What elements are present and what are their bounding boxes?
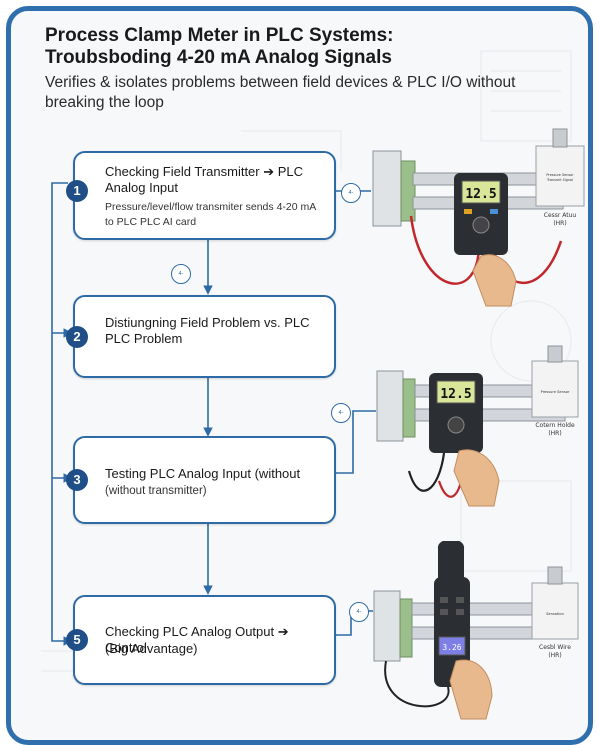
plc-terminal-block [373, 590, 401, 662]
meter-screen [436, 380, 476, 404]
flow-connectors [51, 182, 376, 646]
step-1-detail-line-2: to PLC PLC AI card [105, 216, 197, 228]
step-3-detail-line-1: (without transmitter) [105, 485, 207, 497]
title-line-1: Process Clamp Meter in PLC Systems: [45, 25, 394, 46]
device-label-1: Sensation [546, 612, 564, 616]
meter-reading: 3.26 [442, 643, 461, 652]
step-5-title-line-1: Checking PLC Analog Output ➔ Control [105, 624, 289, 655]
step-5-title-line-2: (Big Advantage) [105, 641, 198, 656]
hand [449, 659, 493, 720]
device-label-1: Pressure Sensor [546, 173, 574, 177]
device-label-1: Pressure Sensor [541, 390, 570, 394]
field-transmitter [535, 145, 585, 207]
background-sketch [41, 50, 572, 672]
illustration-2-meter-at-plc-input: 12.5 Pressure Sensor Cotern Holde (HR) [376, 345, 579, 507]
device-caption-2: (HR) [553, 220, 566, 227]
meter-screen [461, 180, 501, 204]
plc-terminal-block [376, 370, 404, 442]
plc-terminal-block [372, 150, 402, 227]
step-2-number: 2 [66, 326, 88, 348]
red-test-lead [409, 215, 481, 285]
step-1-card: 1 Checking Field Transmitter ➔ PLC Analo… [66, 151, 336, 240]
subtitle: Verifies & isolates problems between fie… [45, 74, 516, 111]
step-2-title-line-2: PLC Problem [105, 331, 183, 346]
device-caption-1: Cesbl Wire [539, 644, 571, 651]
clamp-jaw [437, 541, 465, 581]
field-transmitter [531, 582, 579, 640]
device-caption-2: (HR) [548, 430, 561, 437]
step-3-number: 3 [66, 469, 88, 491]
step-2-card: 2 Distiungning Field Problem vs. PLC PLC… [66, 295, 336, 378]
field-transmitter [531, 360, 579, 418]
device-label-2: Transmit Signal [546, 178, 573, 182]
hand [453, 449, 500, 507]
infographic-frame: Process Clamp Meter in PLC Systems: Trou… [6, 6, 593, 745]
step-3-card: 3 Testing PLC Analog Input (without (wit… [66, 436, 336, 524]
clamp-meter-body [434, 577, 470, 687]
device-caption-1: Cessr Atuu [544, 212, 577, 219]
step-2-title-line-1: Distiungning Field Problem vs. PLC [105, 315, 310, 330]
black-test-lead [407, 452, 446, 492]
device-caption-1: Cotern Holde [535, 422, 575, 429]
step-1-title-line-1: Checking Field Transmitter ➔ PLC [105, 164, 304, 179]
black-test-lead [384, 660, 450, 708]
clamp-screen [438, 636, 466, 656]
step-1-number: 1 [66, 180, 88, 202]
side-bracket [51, 182, 73, 646]
step-5-number: 5 [66, 629, 88, 651]
device-caption-2: (HR) [548, 652, 561, 659]
link-step3-meter [332, 410, 376, 474]
step-1-title-line-2: Analog Input [105, 180, 179, 195]
illustration-3-clamp-on-output: 3.26 Sensation Cesbl Wire (HR) [373, 541, 579, 720]
meter-reading: 12.5 [465, 187, 496, 202]
hand [472, 254, 517, 307]
step-1-detail-line-1: Pressure/level/flow transmiter sends 4-2… [105, 201, 317, 213]
illustration-1-clamp-meter-on-transmitter: 12.5 Pressure Sensor Transmit Signal Ces… [372, 128, 585, 307]
step-3-title-line-1: Testing PLC Analog Input (without [105, 466, 301, 481]
title-line-2: Troubsboding 4-20 mA Analog Signals [45, 47, 392, 68]
meter-reading: 12.5 [440, 387, 471, 402]
step-5-card: 5 Checking PLC Analog Output ➔ Control (… [66, 595, 336, 685]
